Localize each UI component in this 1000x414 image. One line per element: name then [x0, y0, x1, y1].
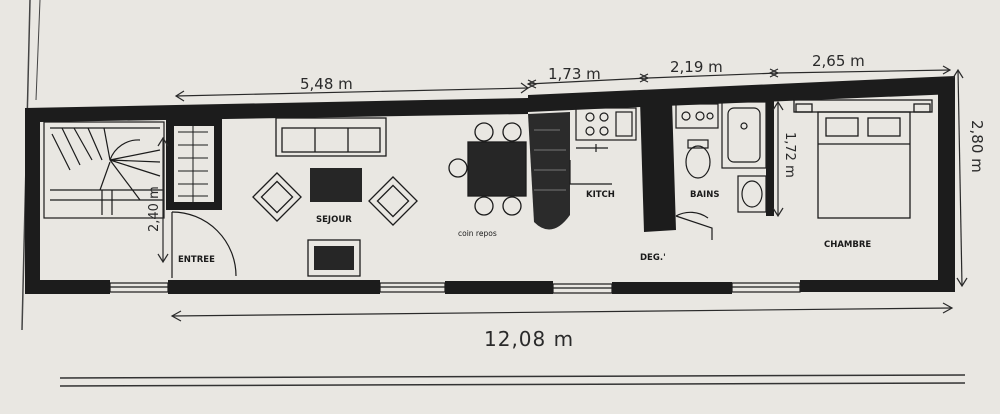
room-label-chambre: CHAMBRE [824, 240, 871, 250]
room-label-degagement: DEG.' [640, 253, 666, 263]
armchair-left [252, 172, 302, 222]
room-label-coin-repos: coin repos [458, 229, 497, 238]
paper-edge-line [35, 0, 41, 101]
dim-kitchen-width: 1,73 m [548, 65, 601, 83]
tv-unit [307, 239, 361, 277]
staircase [43, 121, 165, 219]
entry-door [171, 211, 237, 278]
dim-bath-depth: 1,72 m [782, 132, 797, 178]
bathroom-fixtures [675, 101, 767, 240]
room-label-kitchen: KITCH [586, 190, 615, 200]
room-label-entree: ENTREE [178, 255, 215, 265]
interior-walls [166, 96, 774, 232]
dim-bath-width: 2,19 m [670, 58, 723, 76]
kitchen-stove [575, 107, 637, 152]
coffee-table [310, 168, 362, 202]
counter-texture [534, 129, 566, 191]
dim-depth: 2,80 m [968, 120, 986, 173]
armchair-right [368, 176, 418, 226]
dining-set [448, 122, 527, 216]
bottom-rule [59, 374, 966, 379]
kitchen-counter [528, 112, 570, 230]
dim-sejour-width: 5,48 m [300, 75, 353, 93]
sofa [275, 117, 387, 157]
bottom-rule [59, 382, 966, 387]
bed [793, 99, 933, 219]
dimension-lines [157, 65, 968, 322]
room-label-sejour: SEJOUR [316, 215, 352, 225]
kitchen-partition [569, 160, 612, 185]
dim-total-length: 12,08 m [484, 327, 574, 351]
outer-walls [25, 76, 955, 294]
windows [109, 282, 801, 294]
dim-stair-depth: 2,40 m [147, 186, 162, 232]
room-label-bains: BAINS [690, 190, 719, 200]
closet-hatching [178, 126, 208, 202]
dim-chambre-width: 2,65 m [812, 52, 865, 70]
